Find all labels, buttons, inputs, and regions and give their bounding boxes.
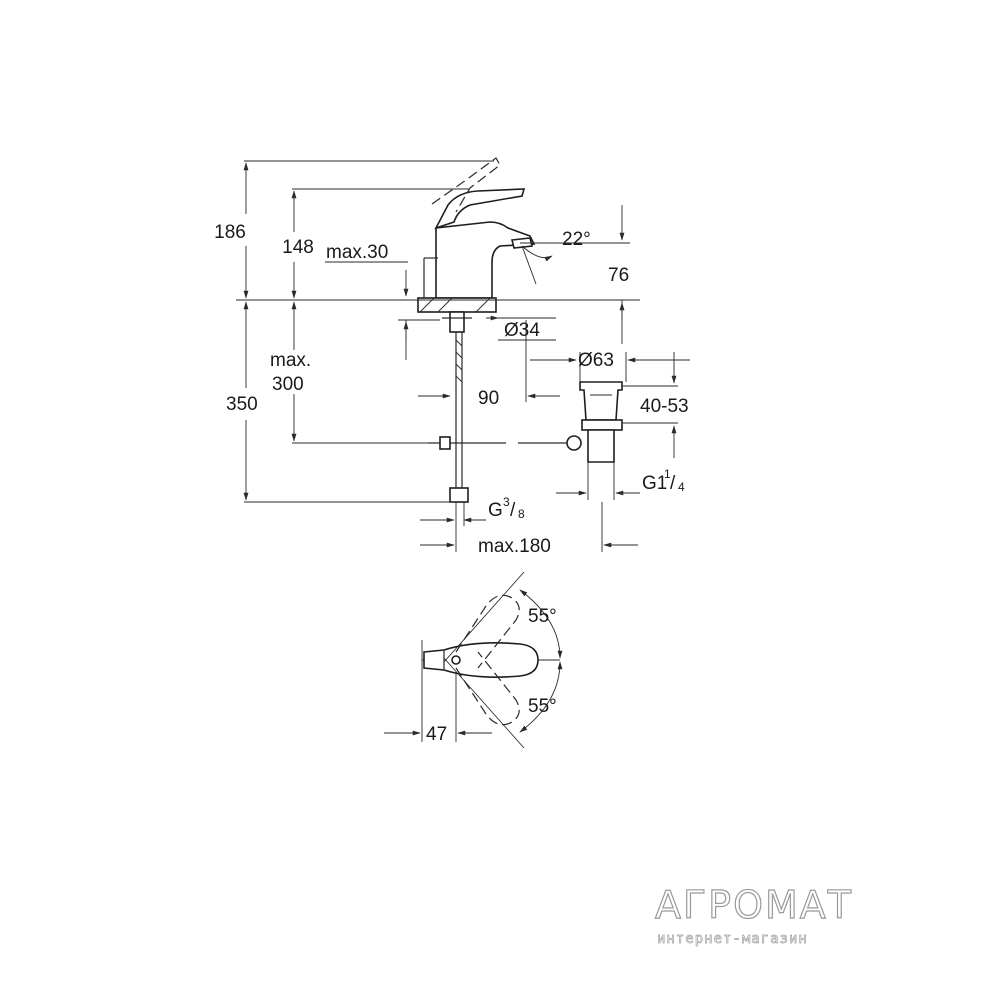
dim-max30: max.30 [326,242,388,263]
dim-d63: Ø63 [578,350,614,371]
watermark-name: АГРОМАТ [655,883,853,927]
angle-55-top: 55° [528,606,557,627]
dim-76: 76 [608,265,629,286]
dimension-lines [236,160,690,552]
dim-186: 186 [214,222,246,243]
angle-55-bottom: 55° [528,696,557,717]
dim-90: 90 [478,388,499,409]
drain-assembly [566,381,623,463]
watermark-tagline: интернет-магазин [657,931,808,947]
faucet-side-view [417,157,574,503]
dimension-labels: 186 148 max.30 22° 76 Ø34 Ø63 max. 300 3… [214,222,688,745]
dim-max300-line2: 300 [272,374,304,395]
thread-g38-slash: / [510,500,516,521]
thread-g114-denominator: 4 [678,480,685,494]
faucet-top-view [384,571,563,749]
dim-47: 47 [426,724,447,745]
dim-350: 350 [226,394,258,415]
store-watermark: АГРОМАТ интернет-магазин [654,882,853,947]
dim-max300-line1: max. [270,350,311,371]
thread-g38-numerator: 3 [503,495,510,509]
dim-d34: Ø34 [504,320,540,341]
thread-g38-denominator: 8 [518,507,525,521]
thread-g114-numerator: 1 [664,467,671,481]
thread-g114: G1 [642,473,667,494]
dim-148: 148 [282,237,314,258]
dim-40-53: 40-53 [640,396,689,417]
dim-max180: max.180 [478,536,551,557]
thread-g38: G [488,500,503,521]
thread-g114-slash: / [670,473,676,494]
angle-22: 22° [562,229,591,250]
